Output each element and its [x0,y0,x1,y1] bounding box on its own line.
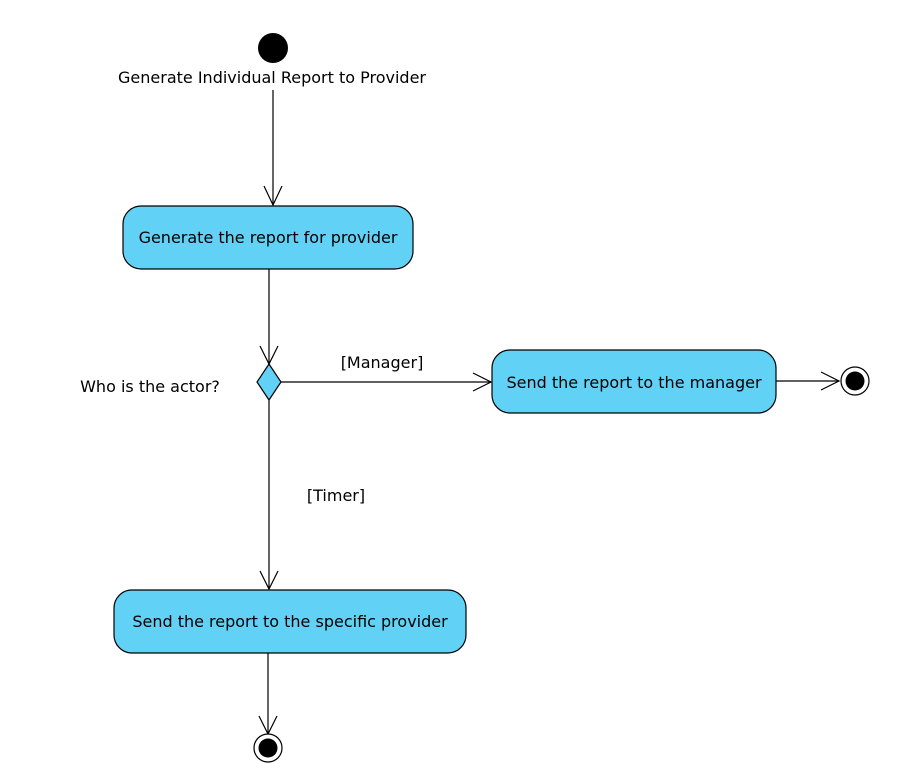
diagram-title: Generate Individual Report to Provider [118,68,426,87]
edge-provider-to-final [258,653,278,736]
activity-send-provider-label: Send the report to the specific provider [132,612,448,631]
activity-send-provider: Send the report to the specific provider [113,589,467,654]
edge-manager-to-final [776,371,841,391]
edge-decision-to-provider [259,400,279,591]
final-node-manager [840,366,870,396]
activity-send-manager-label: Send the report to the manager [506,373,762,392]
decision-label: Who is the actor? [80,377,220,396]
guard-timer: [Timer] [307,486,365,505]
initial-node [258,33,288,63]
edge-generate-to-decision [259,269,279,366]
activity-send-manager: Send the report to the manager [491,349,777,414]
guard-manager: [Manager] [341,353,424,372]
activity-generate-report: Generate the report for provider [122,205,414,270]
decision-node [256,362,282,402]
activity-generate-label: Generate the report for provider [139,228,398,247]
final-node-provider [253,733,283,763]
edge-decision-to-manager [281,372,493,392]
edge-initial-to-generate [263,90,283,207]
